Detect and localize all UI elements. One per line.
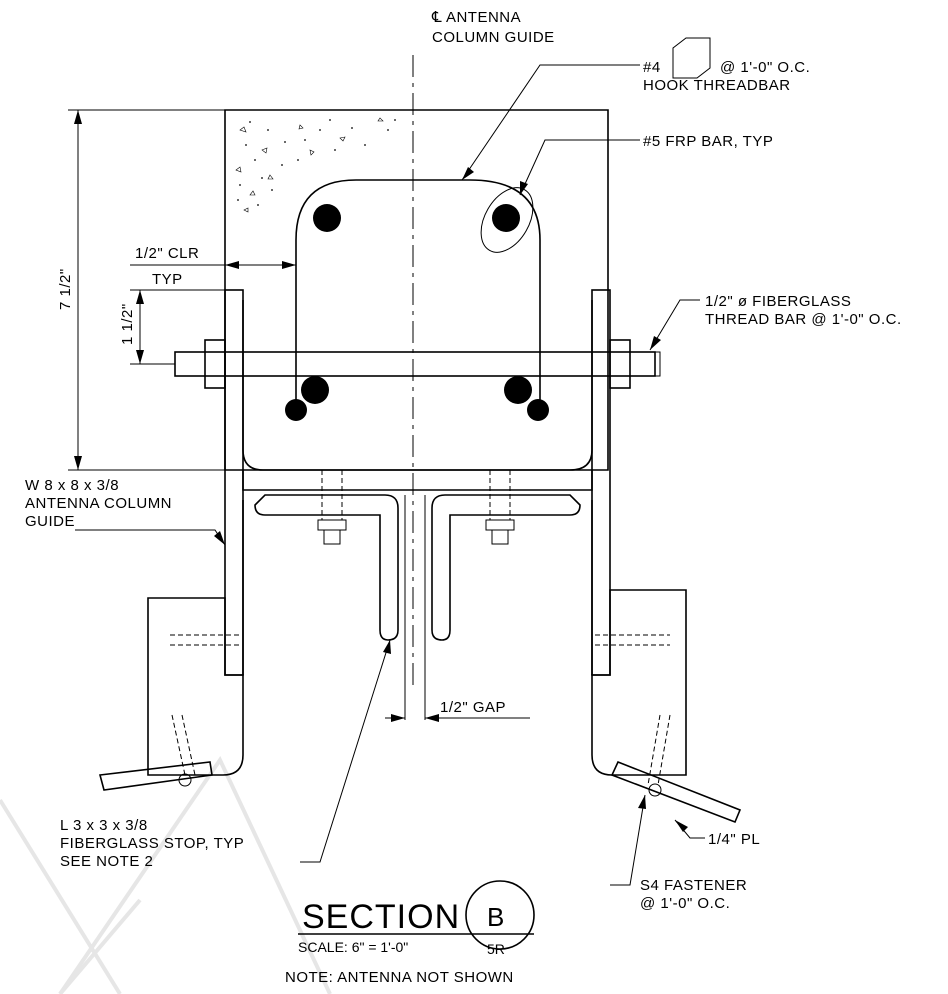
wshape-label-3: GUIDE — [25, 513, 75, 530]
angle-label-1: L 3 x 3 x 3/8 — [60, 817, 148, 834]
dim-clr: 1/2" CLR TYP — [130, 245, 296, 288]
dim-height-label: 7 1/2" — [57, 268, 74, 310]
dim-small-label: 1 1/2" — [119, 303, 136, 345]
hook-symbol — [672, 37, 711, 79]
hook-threadbar — [295, 179, 541, 400]
wshape-label-1: W 8 x 8 x 3/8 — [25, 477, 119, 494]
wshape-label-2: ANTENNA COLUMN — [25, 495, 172, 512]
clr-label-2: TYP — [152, 271, 183, 288]
w-shape-column-guide — [224, 289, 611, 676]
dim-gap: 1/2" GAP — [385, 699, 530, 722]
fastener-label-1: S4 FASTENER — [640, 877, 747, 894]
plate-label: 1/4" PL — [708, 831, 760, 848]
frp-bar-label: #5 FRP BAR, TYP — [643, 133, 773, 150]
angle-label-2: FIBERGLASS STOP, TYP — [60, 835, 244, 852]
concrete-block — [224, 109, 609, 471]
hook-label-2: HOOK THREADBAR — [643, 77, 791, 94]
centerline-label-1: ℄ ANTENNA — [431, 9, 521, 26]
hook-label-a: #4 — [643, 59, 661, 76]
bubble-letter: B — [487, 902, 504, 932]
centerline-label-2: COLUMN GUIDE — [432, 29, 555, 46]
section-title: SECTION SCALE: 6" = 1'-0" B 5R NOTE: ANT… — [285, 880, 535, 986]
watermark — [0, 755, 332, 994]
note-text: NOTE: ANTENNA NOT SHOWN — [285, 969, 514, 986]
fastener-label-2: @ 1'-0" O.C. — [640, 895, 730, 912]
leaders — [75, 64, 705, 886]
bubble-sheet: 5R — [487, 941, 505, 957]
thread-label-1: 1/2" ø FIBERGLASS — [705, 293, 851, 310]
section-title-text: SECTION — [302, 898, 460, 936]
dim-height: 7 1/2" — [57, 109, 225, 471]
scale-text: SCALE: 6" = 1'-0" — [298, 939, 408, 955]
angle-bolts — [317, 470, 515, 545]
leader-arrows — [214, 167, 688, 832]
plates — [98, 760, 742, 824]
angle-label-3: SEE NOTE 2 — [60, 853, 153, 870]
frp-bars — [285, 204, 549, 421]
dim-small: 1 1/2" — [119, 289, 225, 365]
threaded-rod — [174, 339, 661, 389]
frp-bar-callout-ellipse — [480, 187, 534, 253]
hook-label-b: @ 1'-0" O.C. — [720, 59, 810, 76]
side-panels — [147, 589, 687, 786]
gap-label: 1/2" GAP — [440, 699, 506, 716]
thread-label-2: THREAD BAR @ 1'-0" O.C. — [705, 311, 902, 328]
clr-label-1: 1/2" CLR — [135, 245, 199, 262]
fiberglass-angles — [254, 494, 581, 720]
